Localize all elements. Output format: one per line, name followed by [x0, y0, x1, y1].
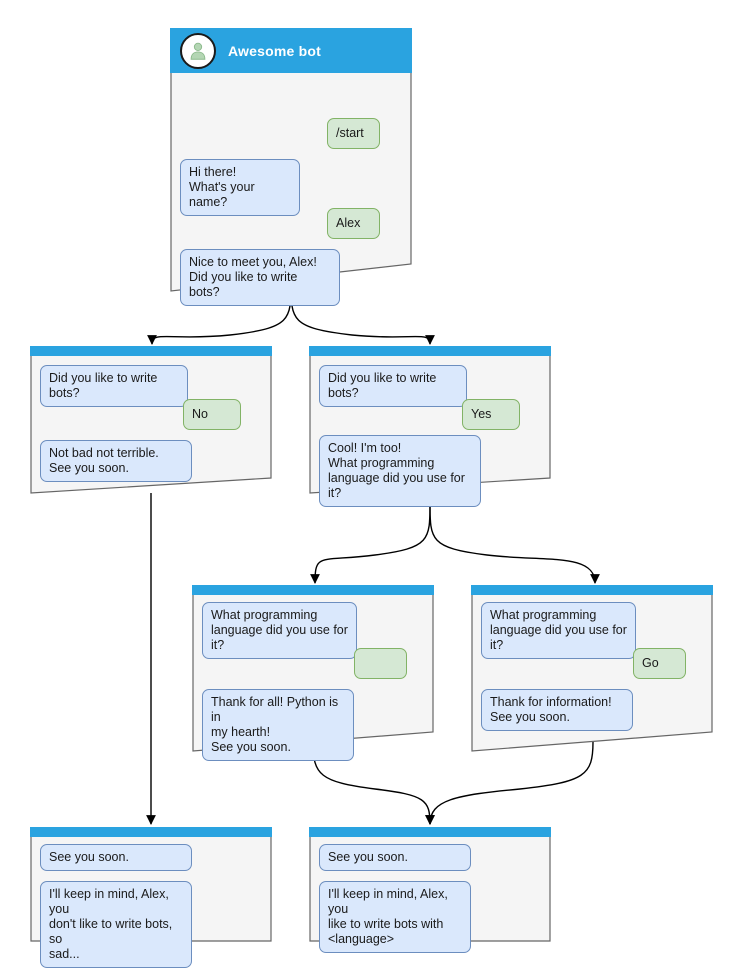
bot-message-bubble[interactable]: Not bad not terrible. See you soon.	[40, 440, 192, 482]
user-message-bubble[interactable]: Alex	[327, 208, 380, 239]
bot-message-bubble[interactable]: Hi there! What's your name?	[180, 159, 300, 216]
bot-message-bubble[interactable]: See you soon.	[319, 844, 471, 871]
chat-titlebar	[309, 346, 551, 356]
bot-message-bubble[interactable]: Did you like to write bots?	[40, 365, 188, 407]
user-message-bubble[interactable]: No	[183, 399, 241, 430]
bot-message-bubble[interactable]: I'll keep in mind, Alex, you like to wri…	[319, 881, 471, 953]
edge-yes-to-go	[429, 502, 600, 584]
chat-node-end-sad[interactable]: See you soon. I'll keep in mind, Alex, y…	[30, 827, 272, 968]
user-message-bubble[interactable]: Yes	[462, 399, 520, 430]
chat-titlebar: Awesome bot	[170, 28, 412, 73]
chat-node-start[interactable]: Awesome bot /start Hi there! What's your…	[170, 28, 412, 306]
bot-message-bubble[interactable]: I'll keep in mind, Alex, you don't like …	[40, 881, 192, 968]
chat-node-no-branch[interactable]: Did you like to write bots? No Not bad n…	[30, 346, 272, 494]
bot-message-bubble[interactable]: Thank for information! See you soon.	[481, 689, 633, 731]
bot-message-bubble[interactable]: What programming language did you use fo…	[481, 602, 636, 659]
chat-titlebar	[30, 346, 272, 356]
chat-node-go-branch[interactable]: What programming language did you use fo…	[471, 585, 713, 752]
chat-node-end-happy[interactable]: See you soon. I'll keep in mind, Alex, y…	[309, 827, 551, 953]
chat-titlebar	[309, 827, 551, 837]
chat-titlebar	[192, 585, 434, 595]
bot-message-bubble[interactable]: What programming language did you use fo…	[202, 602, 357, 659]
edge-yes-to-python	[310, 502, 431, 584]
chat-titlebar	[30, 827, 272, 837]
chat-node-yes-branch[interactable]: Did you like to write bots? Yes Cool! I'…	[309, 346, 551, 507]
chat-node-python-branch[interactable]: What programming language did you use fo…	[192, 585, 434, 761]
bot-message-bubble[interactable]: Did you like to write bots?	[319, 365, 467, 407]
chat-titlebar	[471, 585, 713, 595]
edge-go-to-end-happy	[425, 741, 594, 825]
avatar	[180, 32, 216, 69]
user-message-bubble[interactable]: Go	[633, 648, 686, 679]
bot-message-bubble[interactable]: See you soon.	[40, 844, 192, 871]
person-icon	[190, 42, 206, 60]
bot-name-label: Awesome bot	[228, 42, 321, 59]
user-message-bubble[interactable]	[354, 648, 407, 679]
user-message-bubble[interactable]: /start	[327, 118, 380, 149]
bot-message-bubble[interactable]: Nice to meet you, Alex! Did you like to …	[180, 249, 340, 306]
bot-message-bubble[interactable]: Thank for all! Python is in my hearth! S…	[202, 689, 354, 761]
bot-message-bubble[interactable]: Cool! I'm too! What programming language…	[319, 435, 481, 507]
